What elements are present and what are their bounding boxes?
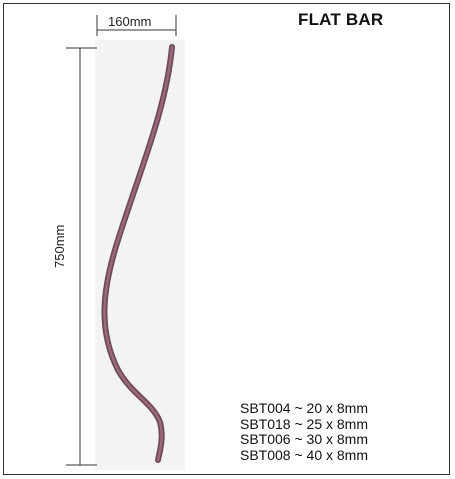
width-dimension-label: 160mm [108, 14, 152, 29]
width-dimension [96, 15, 177, 36]
product-code-item: SBT018 ~ 25 x 8mm [240, 415, 369, 432]
product-code-item: SBT006 ~ 30 x 8mm [240, 431, 369, 447]
photo-background [95, 40, 185, 470]
product-code-item: SBT004 ~ 20 x 8mm [240, 400, 369, 416]
product-code-item: SBT008 ~ 40 x 8mm [240, 446, 369, 463]
drawing-sheet [3, 3, 450, 475]
height-dimension-label: 750mm [52, 224, 67, 268]
page-title: FLAT BAR [298, 10, 384, 29]
height-dimension [66, 47, 97, 466]
flat-bar-shape [101, 44, 175, 463]
product-code-list: SBT004 ~ 20 x 8mm SBT018 ~ 25 x 8mm SBT0… [240, 400, 369, 463]
